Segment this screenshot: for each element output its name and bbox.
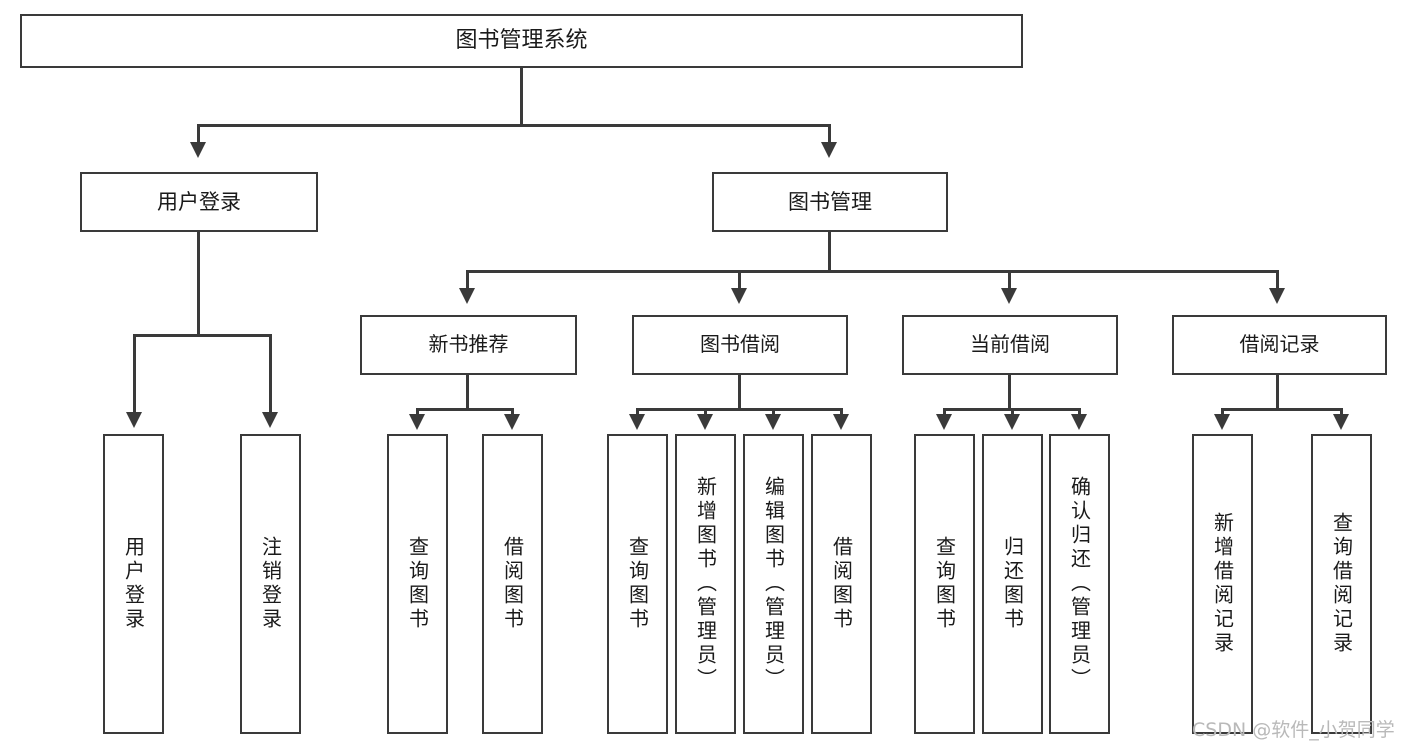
- connector-nbr-leaf-1: [416, 408, 419, 418]
- leaf-user-login[interactable]: 用户登录: [103, 434, 164, 734]
- connector-user-login-stem: [197, 232, 200, 336]
- connector-new-book-recommend-stem: [466, 375, 469, 410]
- connector-user-login-bus: [133, 334, 272, 337]
- connector-to-current-borrow: [1008, 270, 1011, 290]
- arrowhead-cb-confirm-return: [1071, 414, 1087, 430]
- connector-cb-leaf-2: [1011, 408, 1014, 418]
- connector-book-management-bus: [466, 270, 1278, 273]
- arrowhead-bb-add-book: [697, 414, 713, 430]
- arrowhead-nbr-query-book: [409, 414, 425, 430]
- arrowhead-borrow-record: [1269, 288, 1285, 304]
- connector-to-book-borrow: [738, 270, 741, 290]
- node-label: 借阅记录: [1239, 332, 1320, 357]
- leaf-label: 查询图书: [625, 536, 650, 632]
- leaf-br-add-record[interactable]: 新增借阅记录: [1192, 434, 1253, 734]
- connector-nbr-leaf-2: [511, 408, 514, 418]
- leaf-label: 查询借阅记录: [1329, 512, 1354, 656]
- arrowhead-new-book-recommend: [459, 288, 475, 304]
- node-new-book-recommend[interactable]: 新书推荐: [360, 315, 577, 375]
- leaf-cb-query-book[interactable]: 查询图书: [914, 434, 975, 734]
- node-label: 图书管理: [788, 189, 872, 214]
- connector-root-bus: [197, 124, 831, 127]
- connector-current-borrow-bus: [943, 408, 1078, 411]
- leaf-bb-add-book[interactable]: 新增图书（管理员）: [675, 434, 736, 734]
- arrowhead-user-login: [190, 142, 206, 158]
- connector-root-to-book-management: [828, 124, 831, 144]
- node-book-borrow[interactable]: 图书借阅: [632, 315, 848, 375]
- connector-new-book-recommend-bus: [416, 408, 514, 411]
- leaf-label: 注销登录: [258, 536, 283, 632]
- node-label: 图书管理系统: [455, 28, 588, 54]
- connector-user-login-leaf-2: [269, 334, 272, 414]
- connector-user-login-leaf-1: [133, 334, 136, 414]
- arrowhead-br-add-record: [1214, 414, 1230, 430]
- arrowhead-bb-query-book: [629, 414, 645, 430]
- leaf-bb-query-book[interactable]: 查询图书: [607, 434, 668, 734]
- leaf-nbr-query-book[interactable]: 查询图书: [387, 434, 448, 734]
- connector-bb-leaf-2: [704, 408, 707, 418]
- node-borrow-record[interactable]: 借阅记录: [1172, 315, 1387, 375]
- node-user-login[interactable]: 用户登录: [80, 172, 318, 232]
- leaf-cb-confirm-return[interactable]: 确认归还（管理员）: [1049, 434, 1110, 734]
- leaf-bb-edit-book[interactable]: 编辑图书（管理员）: [743, 434, 804, 734]
- arrowhead-br-query-record: [1333, 414, 1349, 430]
- leaf-label: 新增借阅记录: [1210, 512, 1235, 656]
- leaf-label: 查询图书: [405, 536, 430, 632]
- node-label: 用户登录: [157, 189, 241, 214]
- leaf-nbr-borrow-book[interactable]: 借阅图书: [482, 434, 543, 734]
- connector-bb-leaf-3: [772, 408, 775, 418]
- connector-borrow-record-stem: [1276, 375, 1279, 410]
- connector-bb-leaf-4: [840, 408, 843, 418]
- node-label: 当前借阅: [970, 332, 1050, 357]
- connector-current-borrow-stem: [1008, 375, 1011, 410]
- leaf-label: 确认归还（管理员）: [1067, 476, 1092, 692]
- connector-bb-leaf-1: [636, 408, 639, 418]
- node-label: 新书推荐: [428, 332, 509, 357]
- node-current-borrow[interactable]: 当前借阅: [902, 315, 1118, 375]
- connector-cb-leaf-1: [943, 408, 946, 418]
- connector-book-borrow-bus: [636, 408, 842, 411]
- arrowhead-bb-borrow-book: [833, 414, 849, 430]
- leaf-bb-borrow-book[interactable]: 借阅图书: [811, 434, 872, 734]
- connector-cb-leaf-3: [1078, 408, 1081, 418]
- arrowhead-book-borrow: [731, 288, 747, 304]
- arrowhead-leaf-logout: [262, 412, 278, 428]
- arrowhead-cb-return-book: [1004, 414, 1020, 430]
- arrowhead-cb-query-book: [936, 414, 952, 430]
- arrowhead-nbr-borrow-book: [504, 414, 520, 430]
- arrowhead-book-management: [821, 142, 837, 158]
- connector-borrow-record-bus: [1221, 408, 1343, 411]
- node-book-management[interactable]: 图书管理: [712, 172, 948, 232]
- connector-br-leaf-1: [1221, 408, 1224, 418]
- node-root-book-management-system[interactable]: 图书管理系统: [20, 14, 1023, 68]
- leaf-label: 新增图书（管理员）: [693, 476, 718, 692]
- arrowhead-current-borrow: [1001, 288, 1017, 304]
- leaf-label: 查询图书: [932, 536, 957, 632]
- connector-book-borrow-stem: [738, 375, 741, 410]
- node-label: 图书借阅: [700, 332, 780, 357]
- connector-to-new-book-recommend: [466, 270, 469, 290]
- leaf-label: 用户登录: [121, 536, 146, 632]
- leaf-label: 编辑图书（管理员）: [761, 476, 786, 692]
- arrowhead-leaf-user-login: [126, 412, 142, 428]
- leaf-label: 归还图书: [1000, 536, 1025, 632]
- leaf-logout[interactable]: 注销登录: [240, 434, 301, 734]
- arrowhead-bb-edit-book: [765, 414, 781, 430]
- leaf-label: 借阅图书: [500, 536, 525, 632]
- leaf-cb-return-book[interactable]: 归还图书: [982, 434, 1043, 734]
- connector-root-to-user-login: [197, 124, 200, 144]
- connector-book-management-stem: [828, 232, 831, 272]
- connector-to-borrow-record: [1276, 270, 1279, 290]
- connector-br-leaf-2: [1340, 408, 1343, 418]
- connector-root-stem: [520, 68, 523, 126]
- leaf-br-query-record[interactable]: 查询借阅记录: [1311, 434, 1372, 734]
- leaf-label: 借阅图书: [829, 536, 854, 632]
